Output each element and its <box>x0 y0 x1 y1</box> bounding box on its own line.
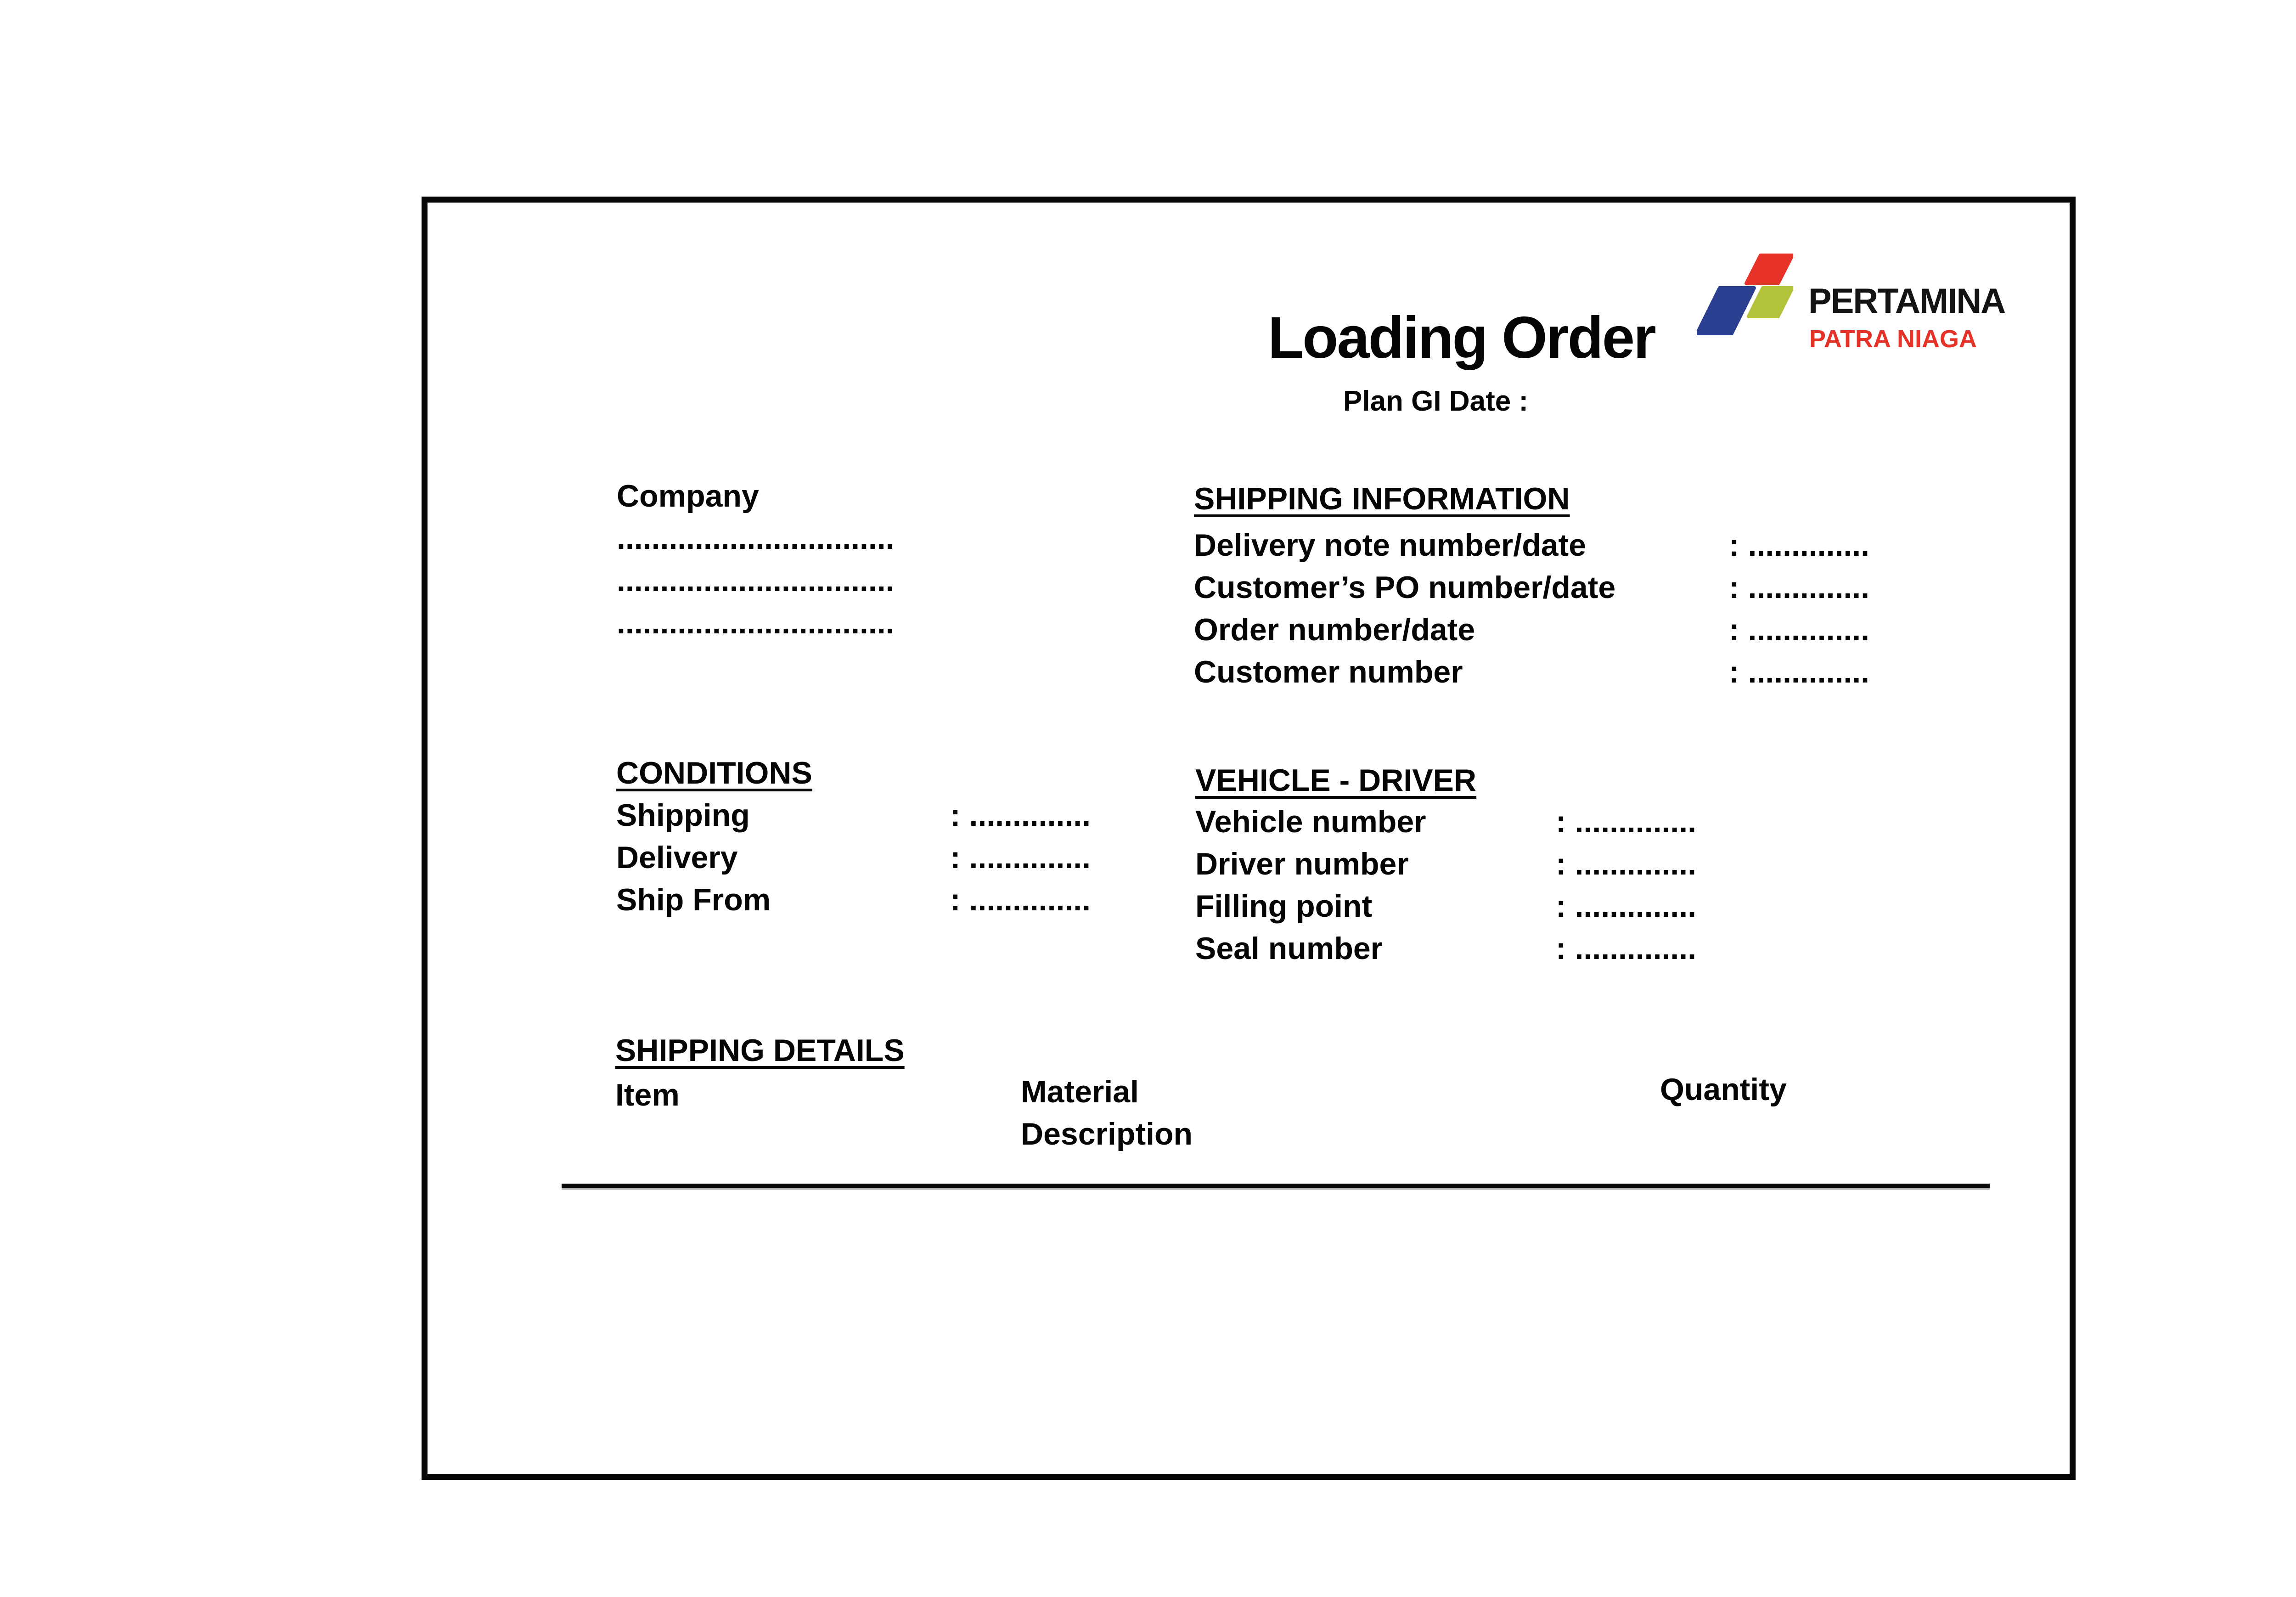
row-label: Seal number <box>1195 931 1383 966</box>
row-label: Filling point <box>1195 889 1373 924</box>
company-dotted-line: ................................ <box>617 521 895 556</box>
vehicle-driver-values: : .............. : .............. : ....… <box>1556 801 1696 970</box>
row-label: Delivery <box>616 840 738 875</box>
vehicle-driver-heading: VEHICLE - DRIVER <box>1195 763 1477 798</box>
row-label: Customer’s PO number/date <box>1194 570 1616 605</box>
row-value-blank: : .............. <box>950 798 1091 833</box>
page-title: Loading Order <box>1268 305 1656 371</box>
row-label: Order number/date <box>1194 612 1475 647</box>
row-value-blank: : .............. <box>1729 528 1870 563</box>
row-value-blank: : .............. <box>1556 889 1697 924</box>
company-section: Company ................................… <box>617 475 895 644</box>
row-value-blank: : .............. <box>1556 804 1697 839</box>
row-value-blank: : .............. <box>1556 846 1697 881</box>
row-label: Customer number <box>1194 655 1463 689</box>
document-border <box>422 197 2076 1480</box>
row-value-blank: : .............. <box>950 882 1091 917</box>
row-label: Delivery note number/date <box>1194 528 1587 563</box>
pertamina-logo-icon <box>1695 250 1794 336</box>
column-header-quantity: Quantity <box>1660 1072 1787 1107</box>
row-value-blank: : .............. <box>1729 570 1870 605</box>
conditions-values: : .............. : .............. : ....… <box>950 794 1091 921</box>
conditions-section: CONDITIONS Shipping Delivery Ship From <box>616 752 812 921</box>
shipping-details-heading: SHIPPING DETAILS <box>615 1033 905 1068</box>
logo-brand-text: PERTAMINA <box>1808 282 2006 321</box>
shipping-information-values: : .............. : .............. : ....… <box>1729 524 1869 693</box>
shipping-information-heading: SHIPPING INFORMATION <box>1194 481 1570 516</box>
vehicle-driver-labels: Vehicle number Driver number Filling poi… <box>1195 801 1426 970</box>
company-label: Company <box>617 479 759 514</box>
row-label: Ship From <box>616 882 771 917</box>
company-dotted-line: ................................ <box>617 605 895 640</box>
plan-gi-date-label: Plan GI Date : <box>1343 385 1529 417</box>
row-value-blank: : .............. <box>950 840 1091 875</box>
row-label: Shipping <box>616 798 750 833</box>
row-value-blank: : .............. <box>1729 655 1870 689</box>
row-value-blank: : .............. <box>1729 612 1870 647</box>
row-label: Driver number <box>1195 846 1409 881</box>
company-dotted-line: ................................ <box>617 563 895 598</box>
shipping-information-labels: Delivery note number/date Customer’s PO … <box>1194 524 1615 693</box>
table-divider-line <box>562 1184 1990 1188</box>
column-header-item: Item <box>615 1078 680 1112</box>
column-header-material-description: Material Description <box>1021 1074 1193 1151</box>
logo-red-parallelogram <box>1745 254 1794 285</box>
logo-green-parallelogram <box>1747 286 1794 318</box>
logo-blue-parallelogram <box>1695 286 1756 336</box>
row-label: Vehicle number <box>1195 804 1426 839</box>
logo-sub-brand-text: PATRA NIAGA <box>1809 325 1977 353</box>
conditions-heading: CONDITIONS <box>616 756 812 790</box>
row-value-blank: : .............. <box>1556 931 1697 966</box>
